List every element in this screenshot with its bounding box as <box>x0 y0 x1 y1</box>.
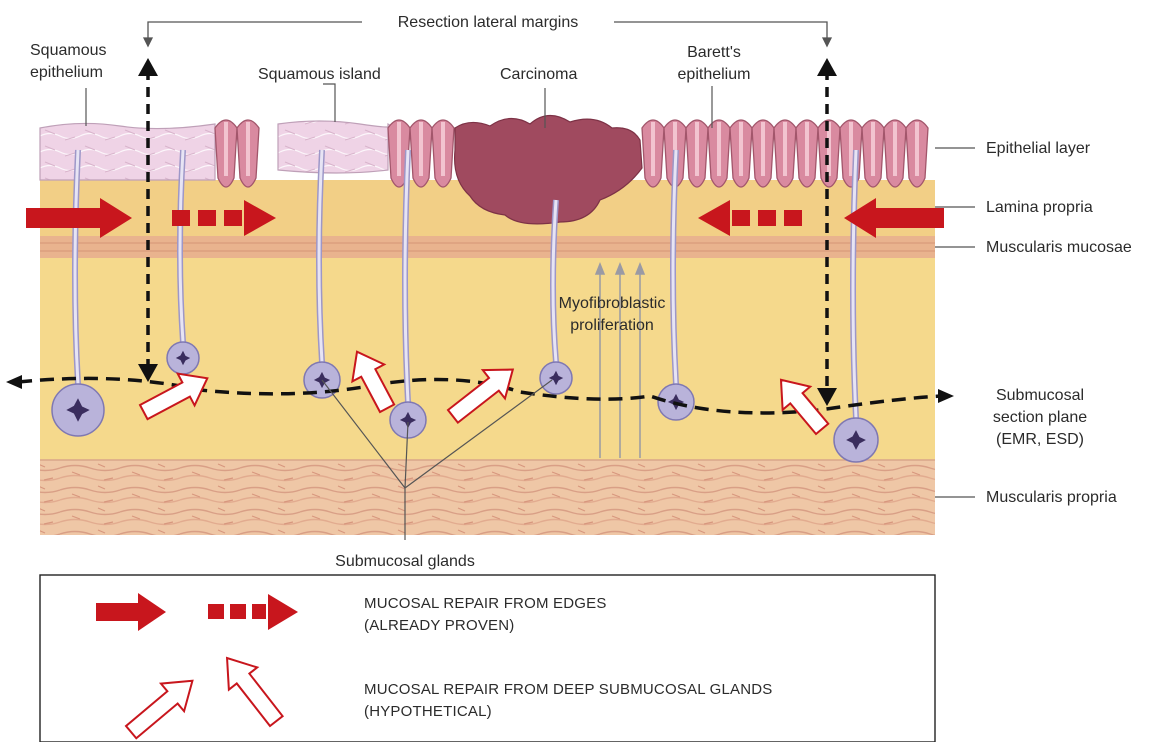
plane-arrowhead-left <box>6 375 22 389</box>
submucosal-plane-label-2: section plane <box>993 409 1087 426</box>
squamous-epithelium <box>40 123 215 180</box>
submucosal-plane-label-3: (EMR, ESD) <box>996 431 1084 448</box>
legend-deep-label: MUCOSAL REPAIR FROM DEEP SUBMUCOSAL GLAN… <box>364 681 772 698</box>
submucosal-plane-label: Submucosal <box>996 387 1084 404</box>
resection-margins-label: Resection lateral margins <box>398 14 579 31</box>
muscularis-mucosae-label: Muscularis mucosae <box>986 239 1132 256</box>
legend-edges-label-2: (ALREADY PROVEN) <box>364 617 514 634</box>
muscularis-mucosae-layer <box>40 236 935 258</box>
myofibroblastic-label-2: proliferation <box>570 317 654 334</box>
legend-edges-label: MUCOSAL REPAIR FROM EDGES <box>364 595 607 612</box>
legend-box: MUCOSAL REPAIR FROM EDGES (ALREADY PROVE… <box>40 575 935 742</box>
baretts-label: Barett's <box>687 44 741 61</box>
squamous-island-label: Squamous island <box>258 66 381 83</box>
lamina-propria-label: Lamina propria <box>986 199 1093 216</box>
baretts-label-2: epithelium <box>678 66 751 83</box>
myofibroblastic-label: Myofibroblastic <box>559 295 666 312</box>
epithelial-layer-label: Epithelial layer <box>986 140 1091 157</box>
muscularis-propria-layer <box>40 460 935 535</box>
plane-arrowhead-right <box>938 389 954 403</box>
submucosal-glands-label: Submucosal glands <box>335 553 475 570</box>
muscularis-propria-label: Muscularis propria <box>986 489 1117 506</box>
squamous-island <box>278 121 391 173</box>
carcinoma-label: Carcinoma <box>500 66 577 83</box>
squamous-epithelium-label: Squamous <box>30 42 107 59</box>
tissue-section <box>40 115 935 535</box>
legend-deep-label-2: (HYPOTHETICAL) <box>364 703 492 720</box>
squamous-epithelium-label-2: epithelium <box>30 64 103 81</box>
